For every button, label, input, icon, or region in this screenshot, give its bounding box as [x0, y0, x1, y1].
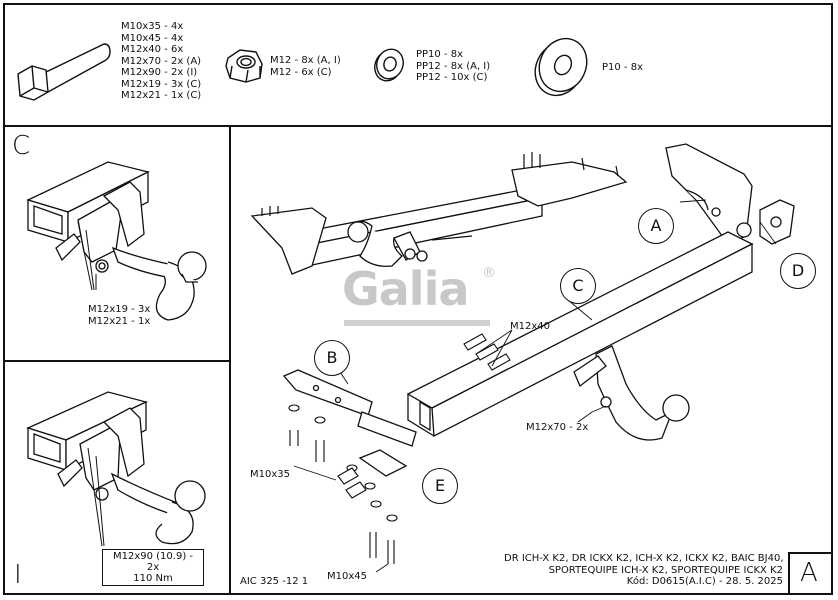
drawing-frame [3, 3, 833, 595]
header-divider [3, 125, 833, 127]
nut-item: M12 - 6x (C) [270, 66, 332, 78]
panel-i-towball-drawing [26, 391, 206, 547]
vehicle-line: SPORTEQUIPE ICH-X K2, SPORTEQUIPE ICKX K… [548, 564, 783, 576]
panel-c-letter: C [12, 131, 31, 161]
label-m12x40: M12x40 [510, 321, 550, 332]
left-panel-divider [3, 360, 231, 362]
panel-c-bolt-labels: M12x19 - 3x M12x21 - 1x [88, 304, 150, 327]
spring-washer-item: PP10 - 8x [416, 49, 464, 60]
bolt-item: M10x35 - 4x [121, 21, 184, 32]
bolt-item: M12x70 - 2x (A) [121, 55, 202, 67]
main-letter-divider [788, 552, 790, 595]
galia-logo-watermark: Galia [342, 262, 469, 316]
spring-washer-list: PP10 - 8x PP12 - 8x (A, I) PP12 - 10x (C… [416, 49, 490, 84]
nut-list: M12 - 8x (A, I) M12 - 6x (C) [270, 55, 341, 78]
panel-i-bolt-box: M12x90 (10.9) - 2x 110 Nm [102, 549, 204, 586]
bolt-item: M12x90 - 2x (I) [121, 67, 198, 78]
bolt-icon [17, 43, 111, 101]
callout-b: B [314, 340, 350, 376]
bolt-item: M12x21 - 1x (C) [121, 90, 202, 101]
panel-i-torque: 110 Nm [133, 573, 173, 584]
bolt-item: M12x19 - 3x (C) [121, 78, 202, 90]
nut-item: M12 - 8x (A, I) [270, 55, 341, 66]
spring-washer-item: PP12 - 8x (A, I) [416, 60, 491, 72]
label-m10x35: M10x35 [250, 469, 290, 480]
label-m10x45: M10x45 [327, 571, 367, 582]
spring-washer-item: PP12 - 10x (C) [416, 72, 488, 83]
flat-washer-icon [534, 37, 588, 97]
label-m12x70: M12x70 - 2x [526, 422, 589, 433]
vehicle-list: DR ICH-X K2, DR ICKX K2, ICH-X K2, ICKX … [504, 553, 784, 588]
panel-i-letter: I [14, 560, 22, 590]
panel-i-bolt-label: M12x90 (10.9) - 2x [112, 551, 194, 573]
panel-c-bolt-label: M12x19 - 3x [88, 304, 151, 315]
main-letter-box-top [788, 552, 833, 554]
panel-c-towball-drawing [26, 161, 207, 321]
bolt-item: M12x40 - 6x [121, 44, 184, 55]
panel-c-bolt-label: M12x21 - 1x [88, 315, 151, 327]
registered-mark: ® [482, 265, 496, 281]
bolt-item: M10x45 - 4x [121, 32, 184, 44]
callout-a: A [638, 208, 674, 244]
towbar-rear-view [250, 152, 628, 275]
spring-washer-icon [374, 48, 404, 82]
nut-icon [225, 49, 263, 83]
towbar-exploded-view [282, 143, 795, 573]
callout-d: D [780, 253, 816, 289]
logo-underline [344, 320, 490, 326]
bolt-list: M10x35 - 4x M10x45 - 4x M12x40 - 6x M12x… [121, 21, 201, 102]
vehicle-line: DR ICH-X K2, DR ICKX K2, ICH-X K2, ICKX … [504, 553, 784, 564]
code-date: Kód: D0615(A.I.C) - 28. 5. 2025 [626, 576, 783, 587]
callout-e: E [422, 468, 458, 504]
flat-washer-label: P10 - 8x [602, 62, 644, 73]
main-letter: A [800, 558, 818, 588]
callout-c: C [560, 268, 596, 304]
drawing-code: AIC 325 -12 1 [240, 576, 309, 587]
